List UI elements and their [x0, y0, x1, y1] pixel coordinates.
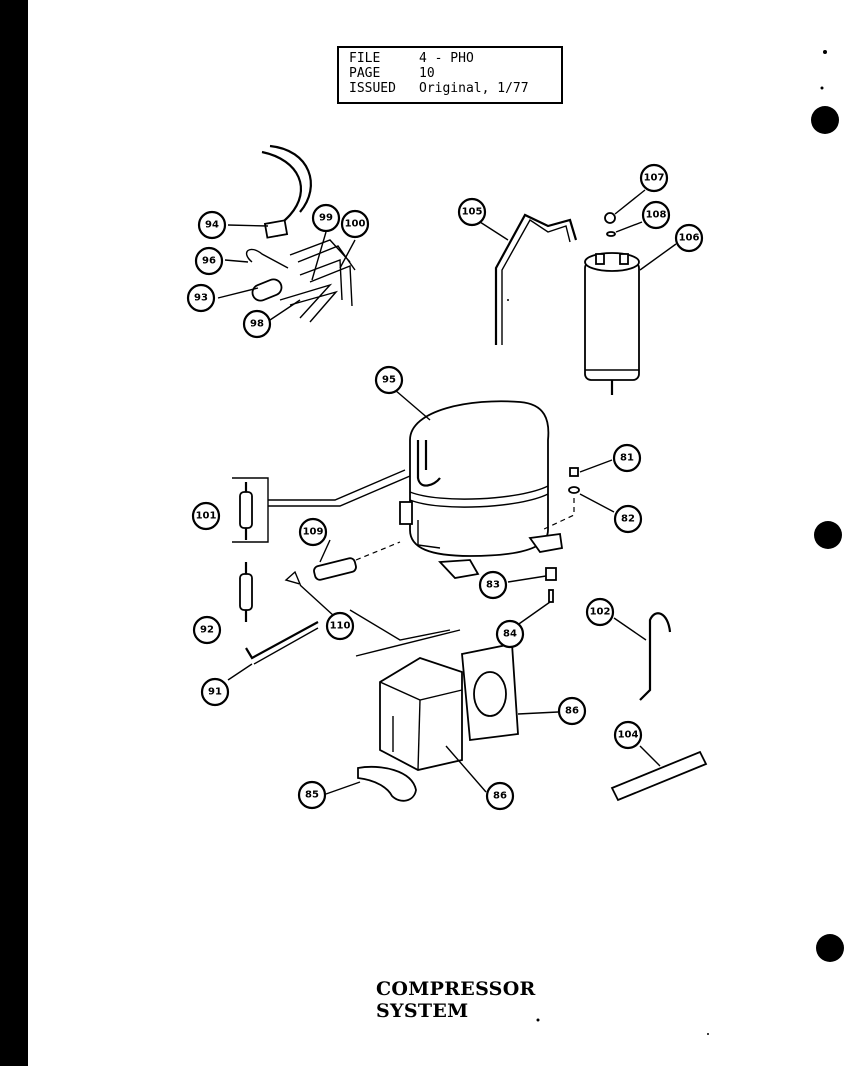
callout-82: 82	[613, 504, 643, 534]
svg-text:107: 107	[644, 173, 665, 184]
callout-94: 94	[197, 210, 227, 240]
callout-84: 84	[495, 619, 525, 649]
svg-text:86: 86	[493, 791, 507, 802]
svg-text:108: 108	[646, 210, 667, 221]
callout-100: 100	[340, 209, 370, 239]
svg-text:110: 110	[330, 621, 351, 632]
svg-text:91: 91	[208, 687, 222, 698]
discharge-tube-part	[494, 213, 578, 345]
callout-99: 99	[311, 203, 341, 233]
punch-hole-bottom	[816, 934, 844, 962]
svg-text:101: 101	[196, 511, 217, 522]
terminal-box-part	[349, 609, 519, 771]
clip-part	[357, 765, 417, 802]
svg-text:93: 93	[194, 293, 208, 304]
callout-85: 85	[297, 780, 327, 810]
svg-text:86: 86	[565, 706, 579, 717]
callout-98: 98	[242, 309, 272, 339]
relay-part	[284, 539, 401, 617]
callout-105: 105	[457, 197, 487, 227]
overload-protector-part	[232, 469, 411, 543]
callout-104: 104	[613, 720, 643, 750]
svg-text:98: 98	[250, 319, 264, 330]
svg-text:105: 105	[462, 207, 483, 218]
callout-93: 93	[186, 283, 216, 313]
compressor-system-diagram: 94 99 100 96 93 98 105 107 108 106 95 81…	[186, 50, 844, 1035]
svg-text:95: 95	[382, 375, 396, 386]
callout-92: 92	[192, 615, 222, 645]
callout-110: 110	[325, 611, 355, 641]
svg-text:100: 100	[345, 219, 366, 230]
svg-text:106: 106	[679, 233, 700, 244]
callout-86-right: 86	[557, 696, 587, 726]
callout-108: 108	[641, 200, 671, 230]
callout-96: 96	[194, 246, 224, 276]
callout-83: 83	[478, 570, 508, 600]
svg-text:85: 85	[305, 790, 319, 801]
callout-101: 101	[191, 501, 221, 531]
svg-text:84: 84	[503, 629, 517, 640]
callout-95: 95	[374, 365, 404, 395]
drier-part	[584, 252, 640, 395]
svg-text:109: 109	[303, 527, 324, 538]
punch-hole-middle	[814, 521, 842, 549]
tube-sleeve-part	[610, 750, 708, 802]
wiring-harness-part	[246, 144, 356, 323]
svg-text:92: 92	[200, 625, 214, 636]
callout-91: 91	[200, 677, 230, 707]
punch-hole-top	[811, 106, 839, 134]
svg-text:82: 82	[621, 514, 635, 525]
capacitor-part	[239, 562, 253, 622]
svg-text:94: 94	[205, 220, 219, 231]
callout-107: 107	[639, 163, 669, 193]
parts-diagram-sheet: 94 99 100 96 93 98 105 107 108 106 95 81…	[28, 0, 848, 1066]
compressor-part	[399, 400, 564, 579]
callout-86-bottom: 86	[485, 781, 515, 811]
callout-102: 102	[585, 597, 615, 627]
svg-text:83: 83	[486, 580, 500, 591]
capillary-tube-part	[245, 621, 319, 660]
svg-text:81: 81	[620, 453, 634, 464]
svg-text:96: 96	[202, 256, 216, 267]
svg-text:99: 99	[319, 213, 333, 224]
svg-text:104: 104	[618, 730, 639, 741]
callout-106: 106	[674, 223, 704, 253]
suction-tube-part	[639, 612, 672, 701]
diagram-title: COMPRESSOR SYSTEM	[376, 978, 536, 1022]
svg-text:102: 102	[590, 607, 611, 618]
callout-81: 81	[612, 443, 642, 473]
callout-109: 109	[298, 517, 328, 547]
